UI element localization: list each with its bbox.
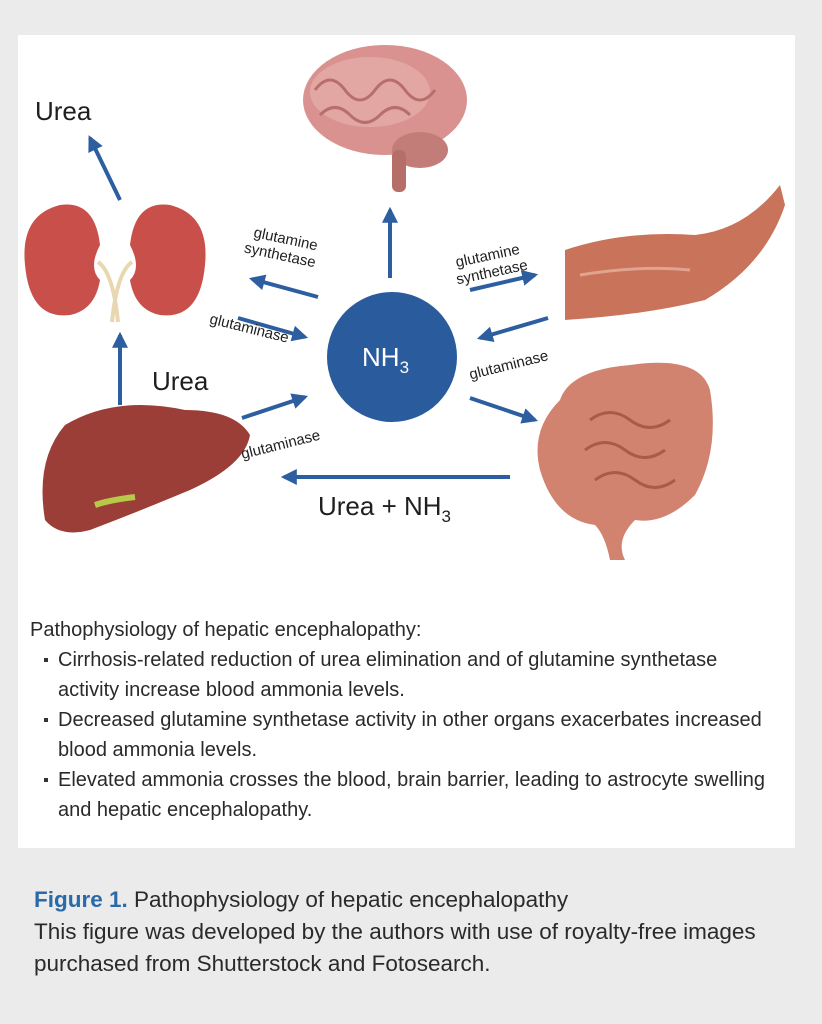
description-bullet: Elevated ammonia crosses the blood, brai… <box>30 765 780 825</box>
description-title: Pathophysiology of hepatic encephalopath… <box>30 619 422 641</box>
liver-image <box>42 405 250 533</box>
nh3-circle <box>327 292 457 422</box>
liver-glutaminase-label: glutaminase <box>239 427 322 463</box>
arrow-liver-glutaminase <box>241 393 309 420</box>
figure-note: This figure was developed by the authors… <box>34 919 756 976</box>
urea-top-label: Urea <box>35 96 92 126</box>
figure-caption: Figure 1. Pathophysiology of hepatic enc… <box>34 884 794 980</box>
ammonia-pathway-diagram: NH3 Urea Urea Urea + NH3 glutamine synth… <box>24 45 785 560</box>
nh3-subscript: 3 <box>400 358 409 377</box>
svg-text:NH3: NH3 <box>362 342 409 377</box>
urea-nh3-label: Urea + NH <box>318 491 442 521</box>
intestine-image <box>537 362 713 560</box>
arrow-kidney-to-urea <box>88 135 122 201</box>
arrow-right-glutaminase <box>476 316 549 343</box>
arrow-right-synthetase <box>469 270 539 292</box>
urea-mid-label: Urea <box>152 366 209 396</box>
figure-label: Figure 1. <box>34 887 128 912</box>
arm-muscle-image <box>565 185 785 320</box>
brain-image <box>303 45 467 192</box>
arrow-left-synthetase <box>248 274 319 299</box>
kidneys-image <box>24 204 206 323</box>
arrow-left-glutaminase <box>237 316 309 342</box>
left-glutaminase-label: glutaminase <box>208 311 291 347</box>
description-bullet: Cirrhosis-related reduction of urea elim… <box>30 645 780 705</box>
figure-title: Pathophysiology of hepatic encephalopath… <box>127 887 569 912</box>
nh3-label: NH <box>362 342 400 372</box>
urea-nh3-subscript: 3 <box>442 507 451 526</box>
description-bullet: Decreased glutamine synthetase activity … <box>30 705 780 765</box>
arrow-nh3-to-intestine <box>469 396 539 424</box>
right-glutaminase-label: glutaminase <box>467 347 550 383</box>
description-list: Cirrhosis-related reduction of urea elim… <box>30 645 780 825</box>
svg-text:Urea + NH3: Urea + NH3 <box>318 491 451 526</box>
figure-description: Pathophysiology of hepatic encephalopath… <box>30 615 780 825</box>
